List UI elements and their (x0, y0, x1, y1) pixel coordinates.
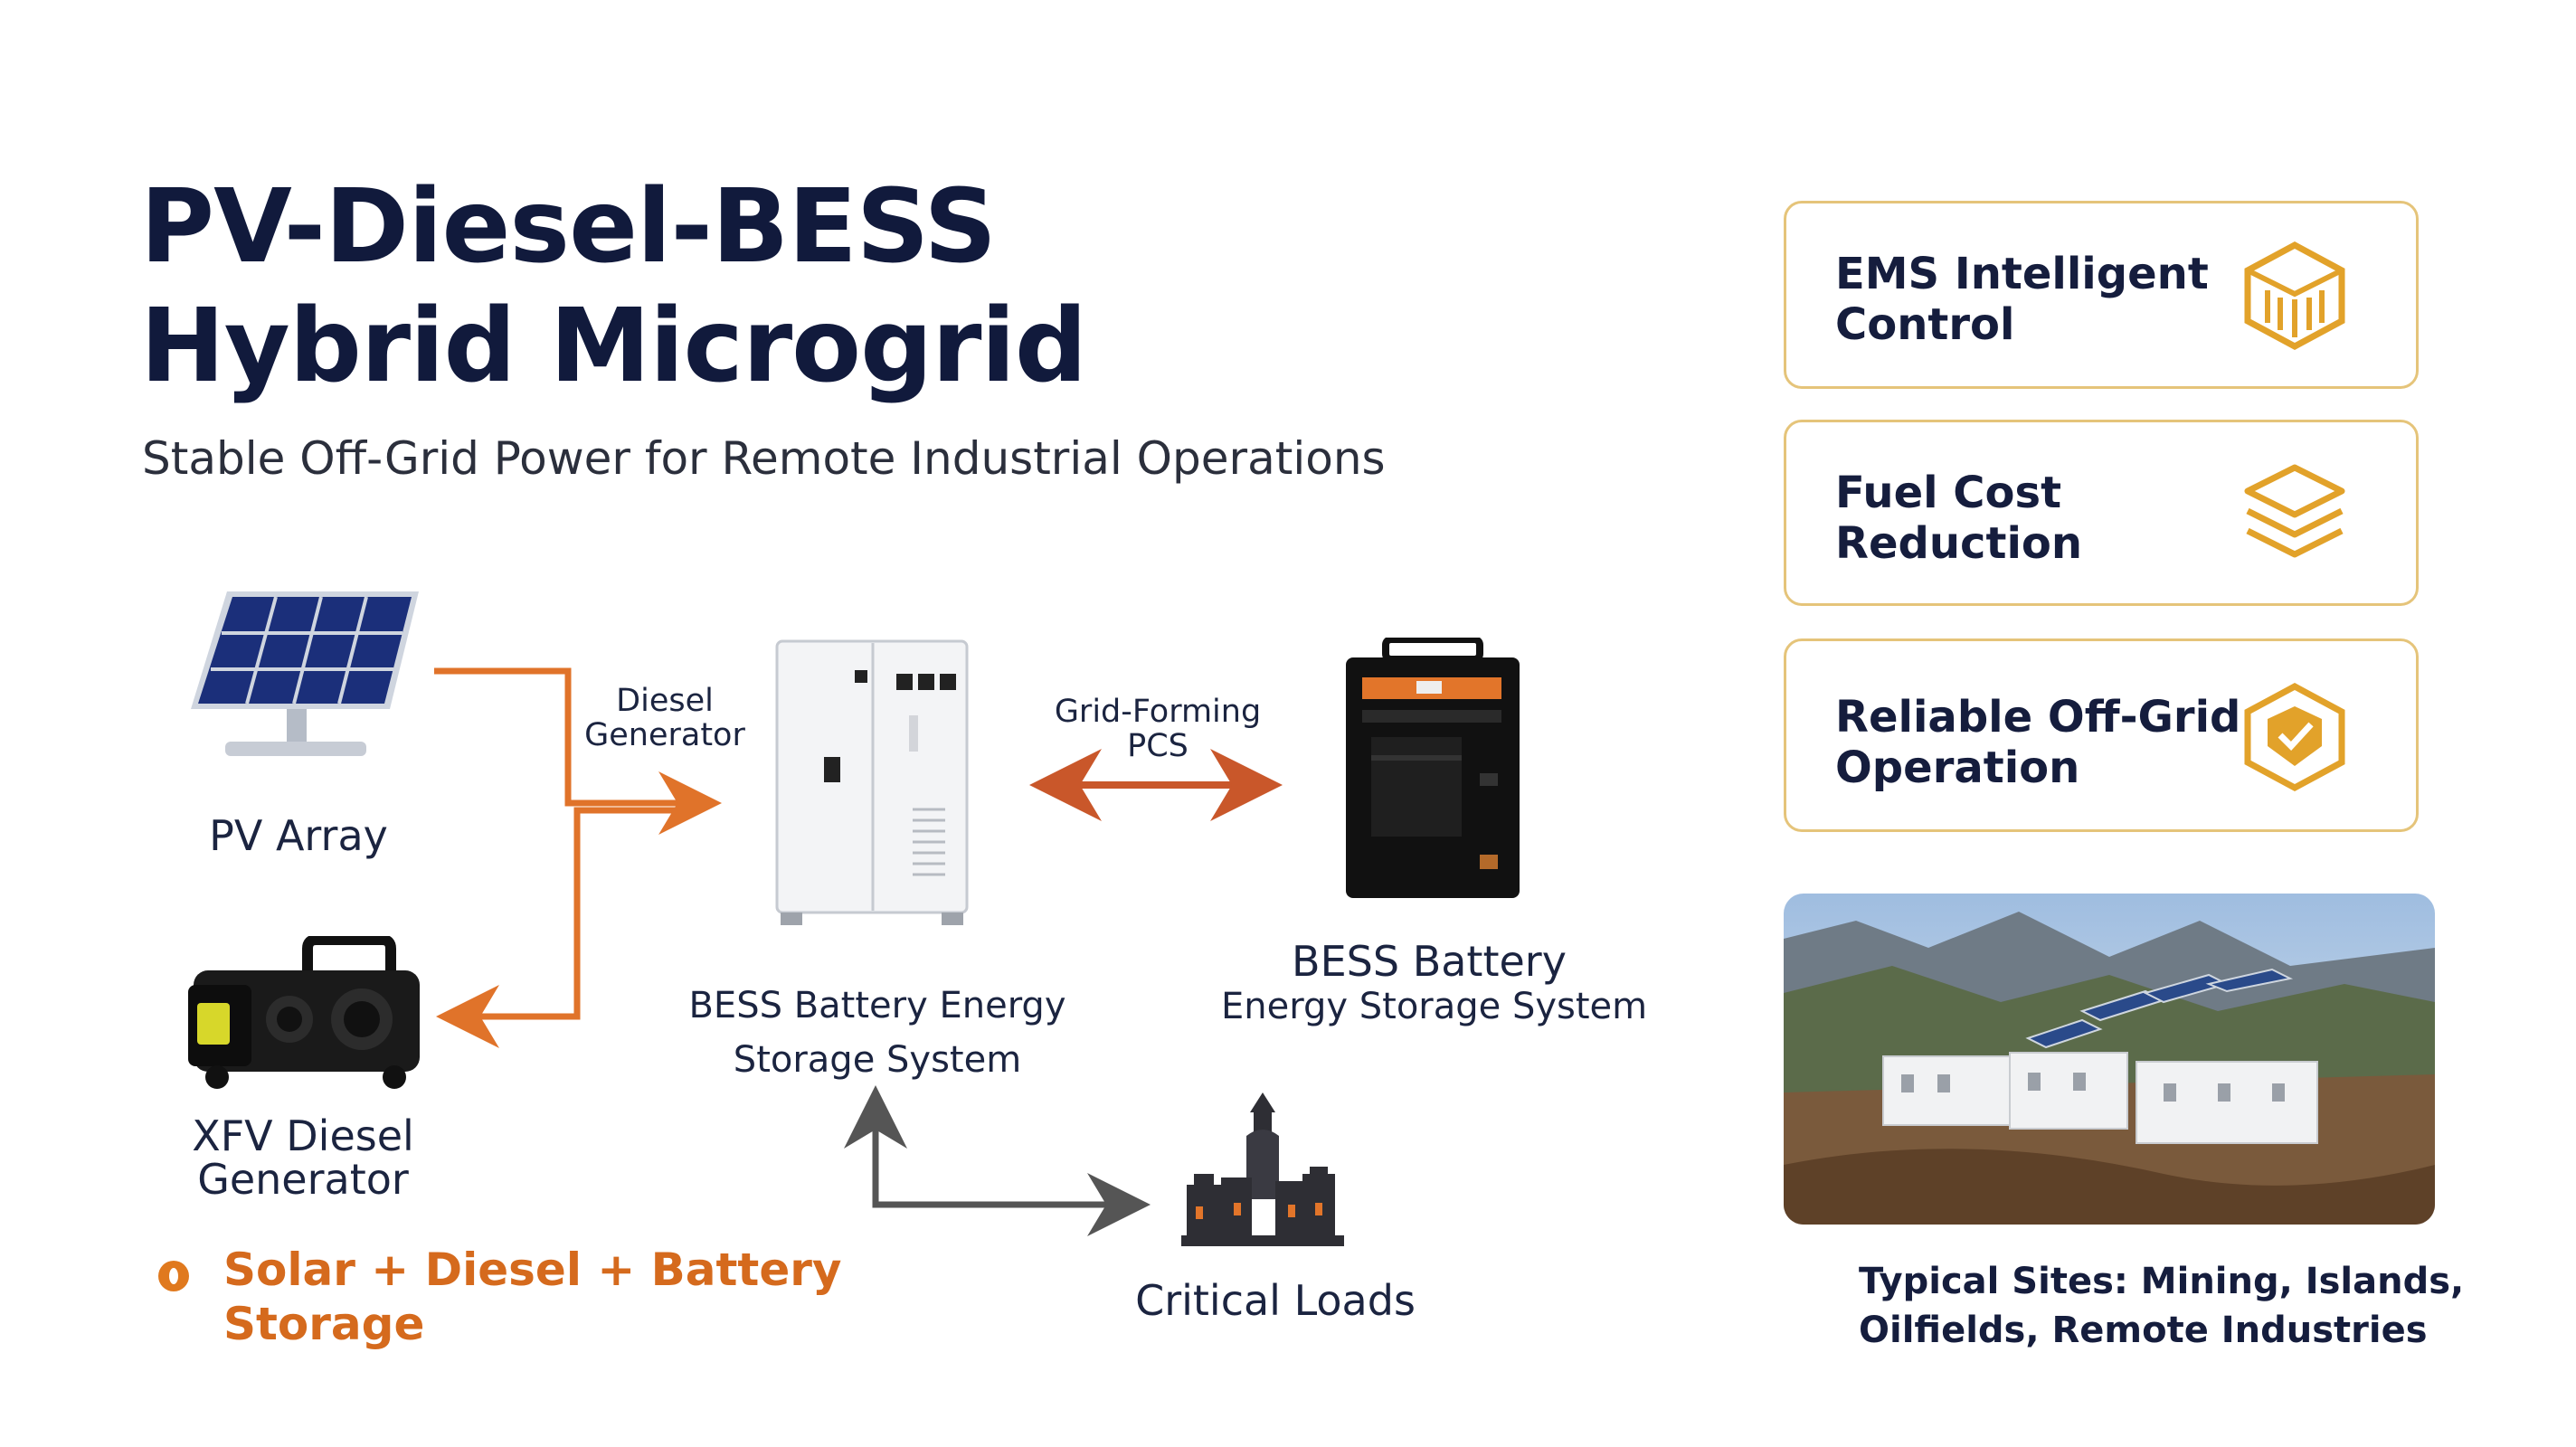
pv-to-bess-arrow (434, 667, 722, 835)
bess-secondary-label: BESS Battery Energy Storage System (1221, 937, 1648, 1027)
shield-hexagon-icon (2244, 683, 2345, 791)
sites-caption-line-2: Oilfields, Remote Industries (1859, 1310, 2428, 1351)
diesel-generator-label: XFV Diesel Generator (145, 1114, 461, 1201)
layers-icon (2244, 464, 2345, 558)
page-subtitle: Stable Off-Grid Power for Remote Industr… (142, 432, 1386, 485)
feature-reliable-line-2: Operation (1835, 742, 2080, 793)
diesel-generator-label-line-2: Generator (197, 1155, 409, 1204)
ems-cube-icon (2244, 241, 2345, 350)
pcs-label: Grid-Forming PCS (1031, 695, 1284, 763)
feature-reliable-line-1: Reliable Off-Grid (1835, 692, 2241, 742)
feature-card-fuel: Fuel Cost Reduction (1784, 420, 2419, 606)
bess-dark-cabinet-icon (1346, 638, 1520, 898)
legend-text-line-1: Solar + Diesel + Battery (223, 1244, 842, 1296)
page-title: PV-Diesel-BESS Hybrid Microgrid (140, 167, 1087, 406)
bess-cabinet-icon (775, 639, 969, 925)
diesel-generator-icon (188, 936, 420, 1089)
title-line-1: PV-Diesel-BESS (140, 168, 997, 286)
solar-panel-icon (191, 591, 419, 756)
sites-caption-line-1: Typical Sites: Mining, Islands, (1859, 1261, 2465, 1302)
critical-loads-label: Critical Loads (1135, 1276, 1416, 1325)
feature-card-ems: EMS Intelligent Control (1784, 201, 2419, 389)
bess-secondary-label-line-1: BESS Battery (1292, 937, 1567, 986)
bess-main-label: BESS Battery Energy Storage System (669, 979, 1085, 1087)
bess-main-label-line-1: BESS Battery Energy (688, 985, 1066, 1026)
factory-icon (1181, 1092, 1344, 1246)
feature-fuel-line-2: Reduction (1835, 518, 2083, 569)
diesel-flow-label-line-2: Generator (584, 717, 745, 753)
feature-card-reliable-text: Reliable Off-Grid Operation (1835, 692, 2240, 793)
legend-text: Solar + Diesel + Battery Storage (223, 1243, 842, 1351)
legend-text-line-2: Storage (223, 1298, 425, 1350)
diesel-flow-label: Diesel Generator (579, 684, 751, 752)
title-line-2: Hybrid Microgrid (140, 288, 1087, 405)
remote-site-photo (1784, 894, 2435, 1225)
feature-ems-line-1: EMS Intelligent (1835, 249, 2209, 299)
diesel-generator-label-line-1: XFV Diesel (192, 1111, 414, 1160)
bess-to-diesel-arrow (436, 807, 695, 1048)
pcs-label-line-2: PCS (1127, 728, 1189, 764)
sites-caption: Typical Sites: Mining, Islands, Oilfield… (1859, 1257, 2464, 1355)
feature-card-fuel-text: Fuel Cost Reduction (1835, 468, 2082, 569)
legend-bullet-icon (158, 1261, 189, 1291)
bess-main-label-line-2: Storage System (733, 1039, 1022, 1081)
feature-fuel-line-1: Fuel Cost (1835, 468, 2062, 518)
bess-secondary-label-line-2: Energy Storage System (1221, 986, 1648, 1027)
pcs-label-line-1: Grid-Forming (1054, 694, 1262, 730)
diesel-flow-label-line-1: Diesel (616, 683, 714, 719)
bess-to-loads-arrow (844, 1085, 1151, 1236)
feature-card-reliable: Reliable Off-Grid Operation (1784, 638, 2419, 832)
feature-card-ems-text: EMS Intelligent Control (1835, 249, 2209, 350)
pv-array-label: PV Array (209, 811, 388, 860)
feature-ems-line-2: Control (1835, 299, 2015, 350)
